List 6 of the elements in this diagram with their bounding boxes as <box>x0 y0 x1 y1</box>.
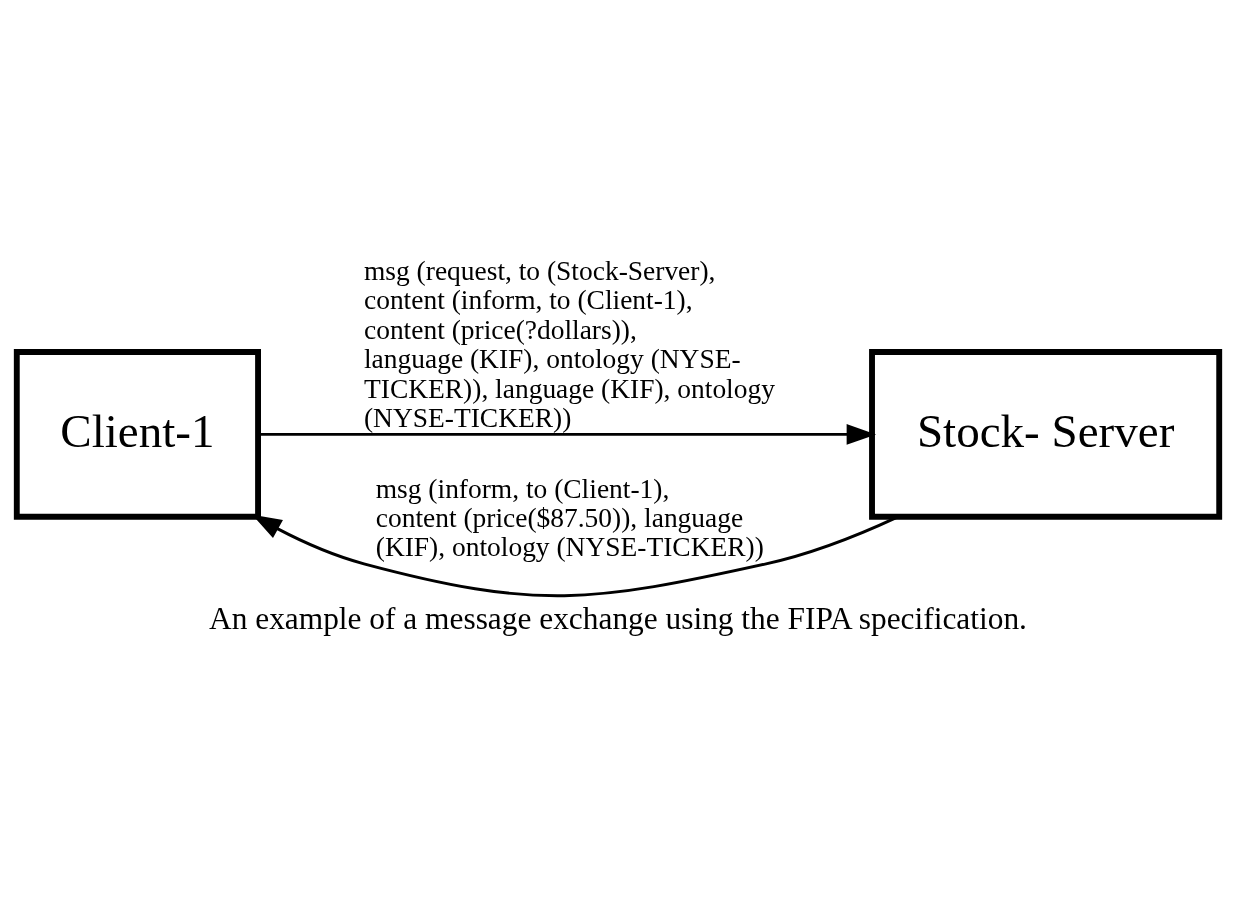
arrow <box>258 424 877 445</box>
caption: An example of a message exchange using the FIPA specification. <box>209 601 1027 637</box>
edge-label: msg (request, to (Stock-Server), content (inform, to (Client-1), content (price(?dollars)), language (KIF), ontology (NYSE-TICKER)), language (KIF), ontology (NYSE-TICKER)) <box>363 255 775 433</box>
node-box: Stock- Server <box>869 349 1223 520</box>
node-box: Client-1 <box>13 349 261 520</box>
edge-label: msg (inform, to (Client-1), content (price($87.50)), language (KIF), ontology (NYSE-TICKER)) <box>375 473 764 563</box>
